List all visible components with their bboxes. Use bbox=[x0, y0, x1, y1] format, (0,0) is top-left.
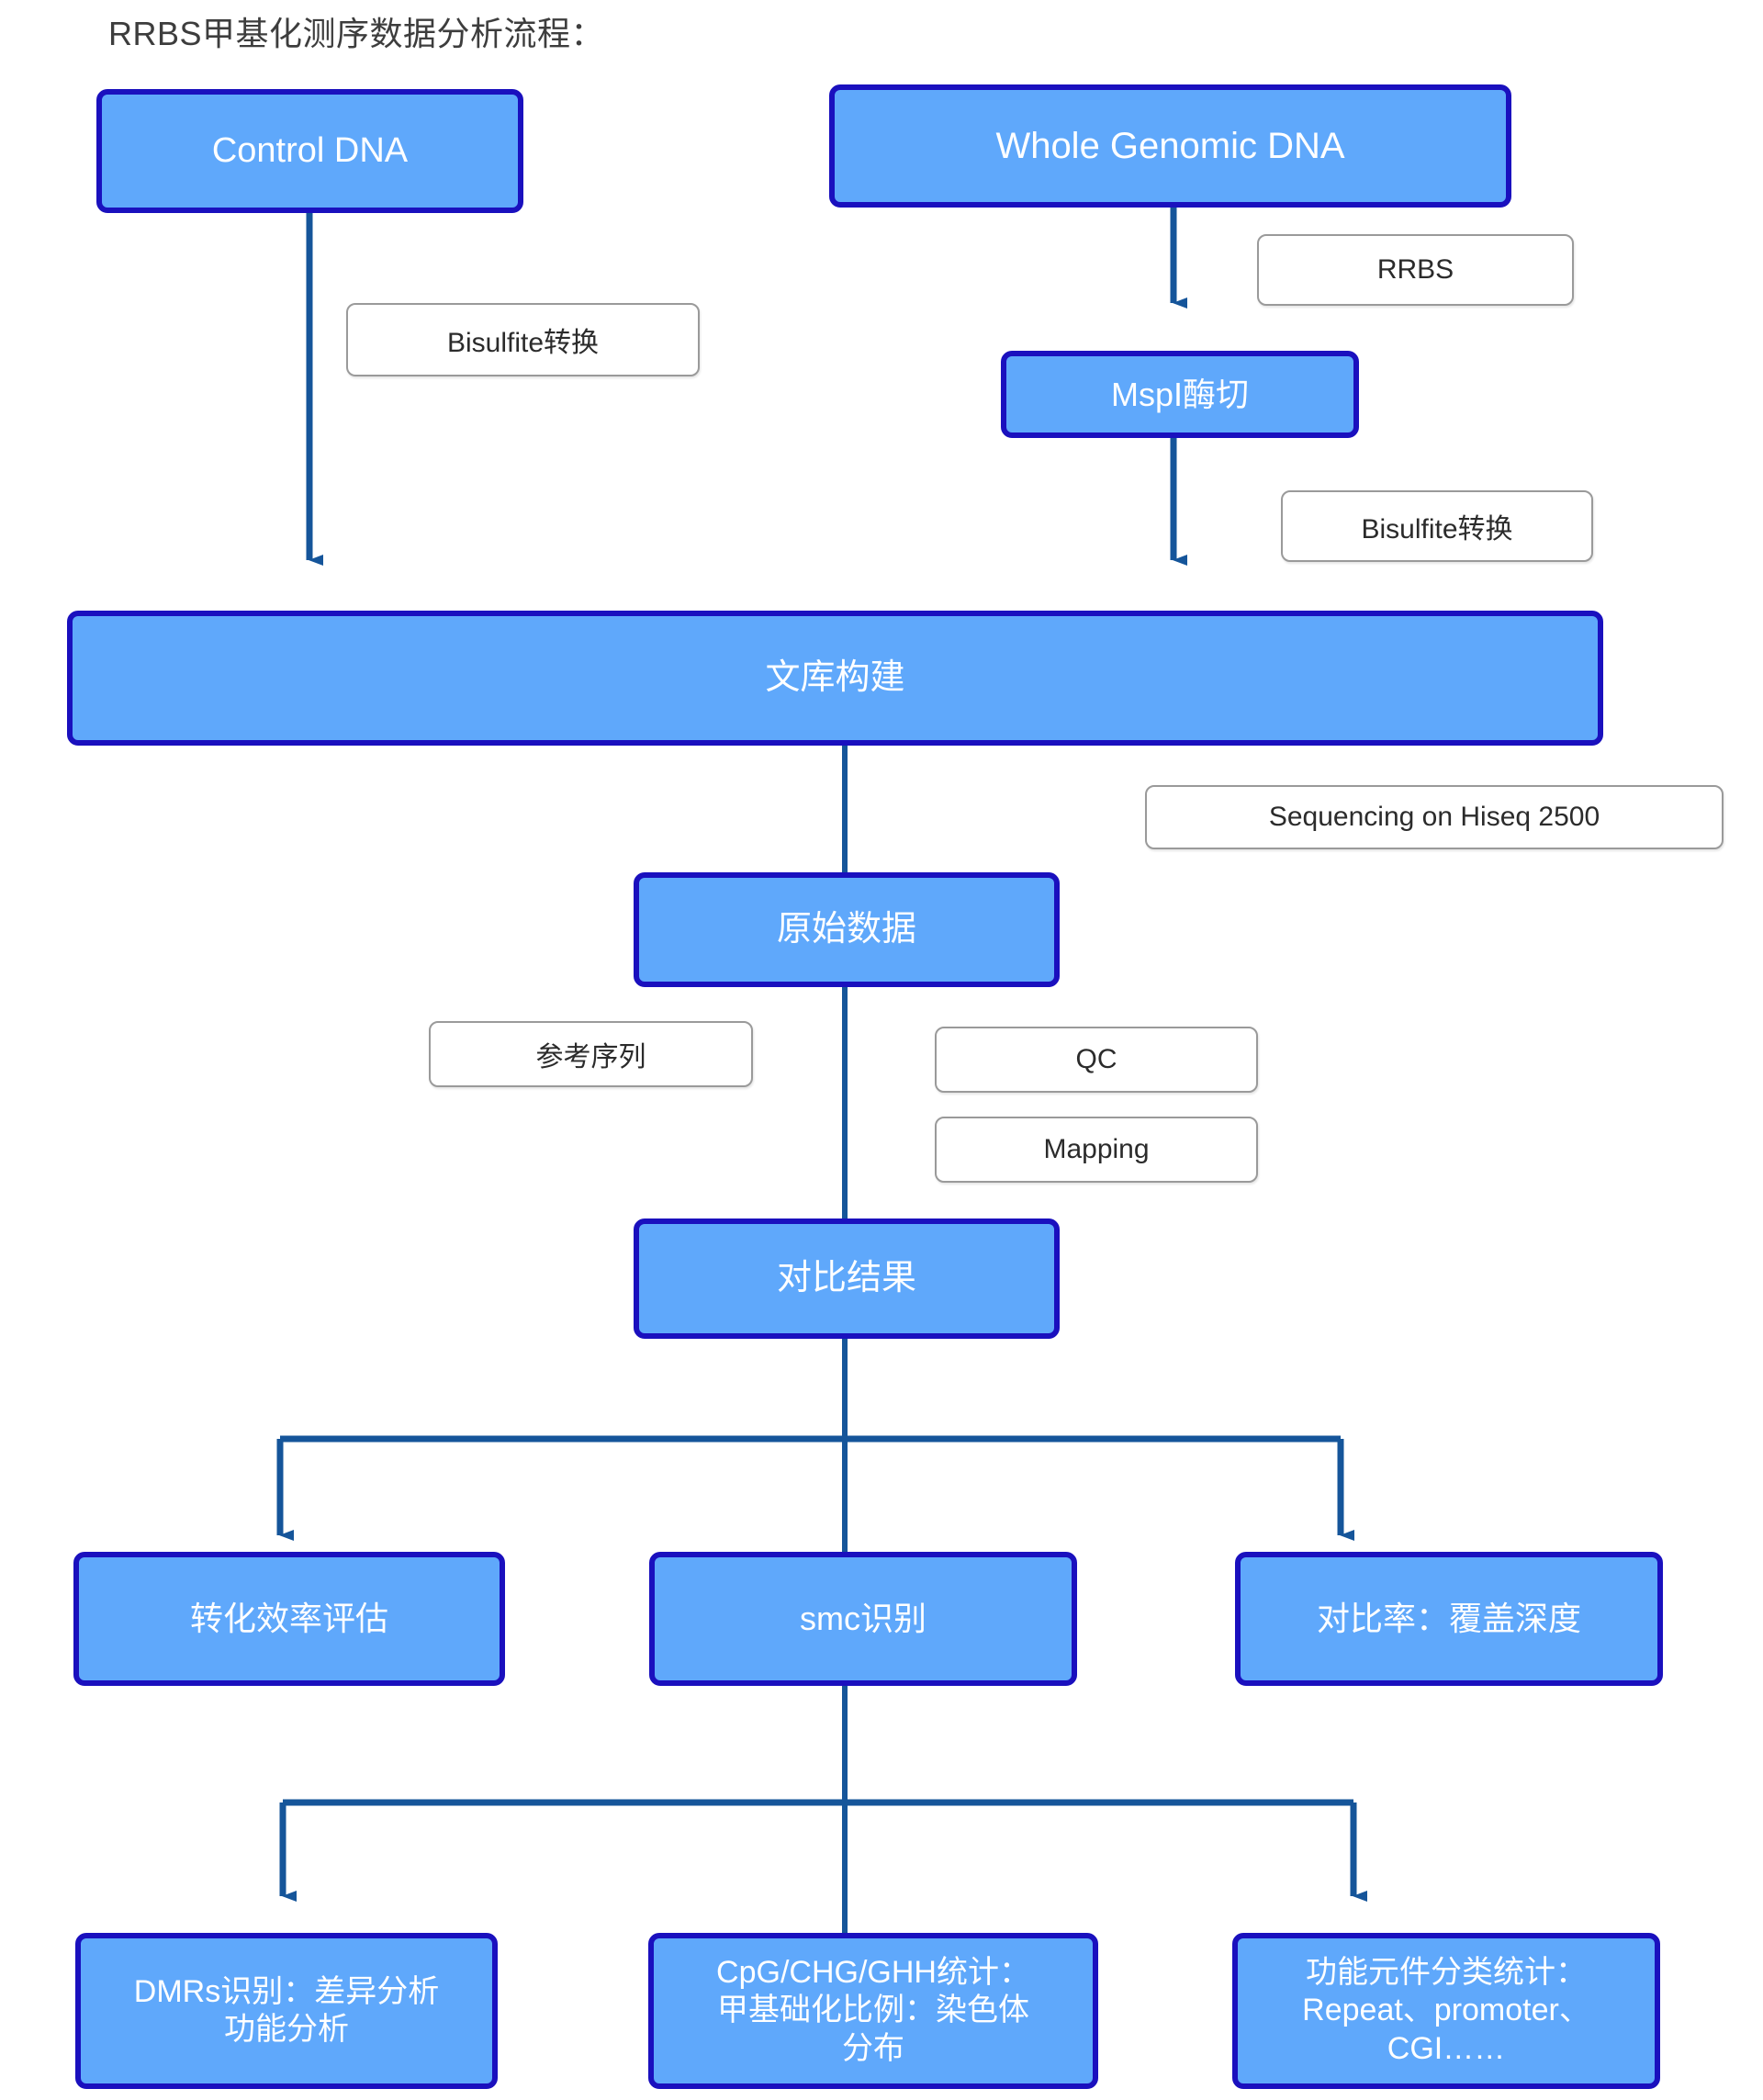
node-context-stats[interactable]: CpG/CHG/GHH统计： 甲基础化比例：染色体 分布 bbox=[648, 1933, 1098, 2089]
node-whole-genomic-dna[interactable]: Whole Genomic DNA bbox=[829, 84, 1511, 208]
label-sequencing: Sequencing on Hiseq 2500 bbox=[1145, 785, 1724, 849]
label-reference: 参考序列 bbox=[429, 1021, 753, 1087]
node-raw-data[interactable]: 原始数据 bbox=[634, 872, 1060, 987]
node-mspi-digestion[interactable]: MspI酶切 bbox=[1001, 351, 1359, 438]
label-bisulfite-left: Bisulfite转换 bbox=[346, 303, 700, 376]
page-title: RRBS甲基化测序数据分析流程： bbox=[108, 15, 605, 52]
node-control-dna[interactable]: Control DNA bbox=[96, 89, 523, 213]
node-conversion-efficiency[interactable]: 转化效率评估 bbox=[73, 1552, 505, 1686]
node-smc-identification[interactable]: smc识别 bbox=[649, 1552, 1077, 1686]
node-functional-elements[interactable]: 功能元件分类统计： Repeat、promoter、 CGI…… bbox=[1232, 1933, 1660, 2089]
node-mapping-rate-depth[interactable]: 对比率：覆盖深度 bbox=[1235, 1552, 1663, 1686]
node-dmrs[interactable]: DMRs识别：差异分析 功能分析 bbox=[75, 1933, 498, 2089]
node-library-construction[interactable]: 文库构建 bbox=[67, 611, 1603, 746]
label-rrbs: RRBS bbox=[1257, 234, 1574, 306]
node-alignment-result[interactable]: 对比结果 bbox=[634, 1218, 1060, 1339]
label-mapping: Mapping bbox=[935, 1117, 1258, 1183]
label-bisulfite-right: Bisulfite转换 bbox=[1281, 490, 1593, 562]
label-qc: QC bbox=[935, 1027, 1258, 1093]
